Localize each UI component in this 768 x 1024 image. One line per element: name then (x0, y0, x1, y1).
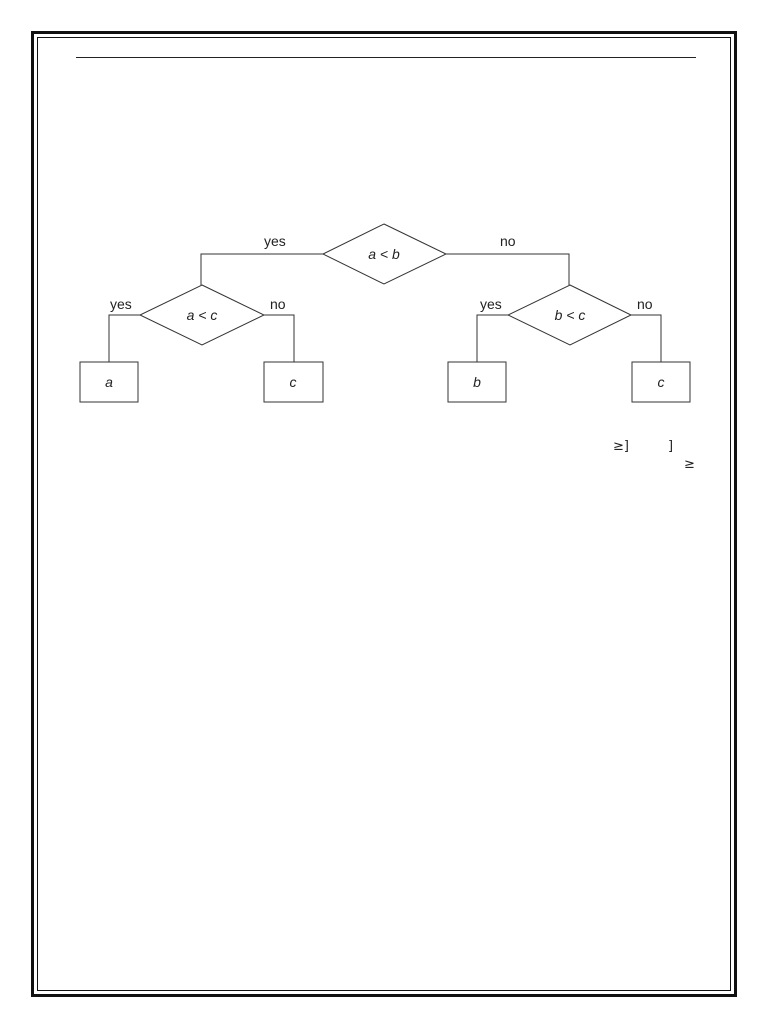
leaf-node-c-right: c (631, 361, 691, 403)
edge-right-no (631, 314, 662, 362)
leaf-c-left-text: c (290, 374, 297, 390)
edge-left-no (264, 314, 295, 362)
right-condition: b < c (555, 307, 586, 323)
left-yes-label: yes (110, 296, 132, 312)
edge-right-yes (476, 314, 508, 362)
leaf-node-a: a (79, 361, 139, 403)
leaf-a-text: a (105, 374, 113, 390)
leaf-b-text: b (473, 374, 481, 390)
leaf-c-right-text: c (658, 374, 665, 390)
right-no-label: no (637, 296, 653, 312)
fragment-text-1: ≥] (613, 439, 629, 454)
decision-node-root: a < b (321, 223, 448, 285)
decision-node-left: a < c (138, 284, 266, 346)
root-condition: a < b (368, 246, 400, 262)
leaf-node-c-left: c (263, 361, 324, 403)
edge-root-yes (200, 253, 323, 285)
fragment-text-2: ] (668, 439, 674, 454)
header-rule (76, 57, 696, 58)
right-yes-label: yes (480, 296, 502, 312)
decision-node-right: b < c (506, 284, 633, 346)
page-border-outer (31, 31, 737, 997)
root-yes-label: yes (264, 233, 286, 249)
page-border-inner (37, 37, 731, 991)
edge-root-no (446, 253, 570, 285)
leaf-node-b: b (447, 361, 507, 403)
root-no-label: no (500, 233, 516, 249)
edge-left-yes (108, 314, 140, 362)
left-no-label: no (270, 296, 286, 312)
fragment-text-3: ≥ (684, 457, 695, 472)
left-condition: a < c (187, 307, 218, 323)
